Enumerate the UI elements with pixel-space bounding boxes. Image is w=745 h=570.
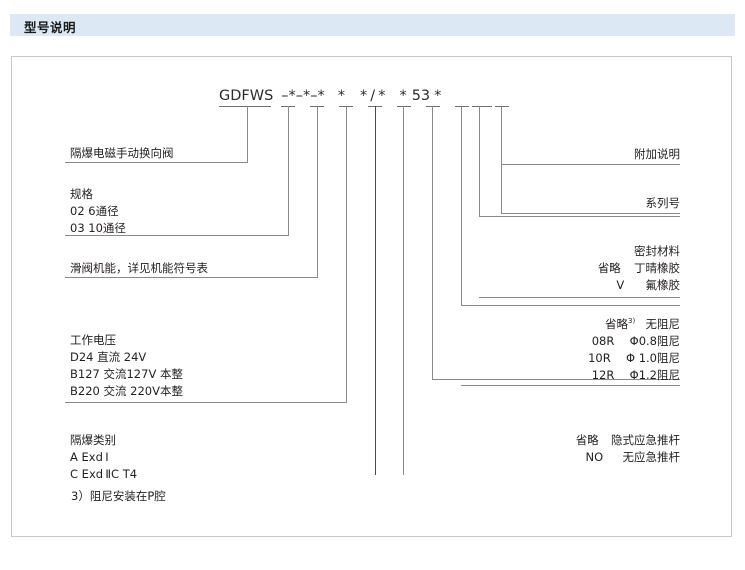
- label-seal-material-row-omit: 省略 丁晴橡胶: [500, 260, 680, 277]
- underline-spool-function: [65, 277, 318, 278]
- emergency-code-no: NO: [585, 450, 604, 464]
- damping-code-10r: 10R: [588, 350, 611, 365]
- label-specification-row-02: 02 6通径: [70, 204, 119, 218]
- footnote-text: 3）阻尼安装在P腔: [71, 489, 166, 503]
- label-working-voltage-row-b220: B220 交流 220V本整: [70, 384, 183, 398]
- model-code-text: GDFWS–*–*–***/**53*: [219, 88, 441, 104]
- damping-desc-omit: 无阻尼: [645, 316, 681, 331]
- model-code-star-6: *: [378, 88, 386, 104]
- model-code-slash: /: [370, 88, 376, 104]
- model-code-dash-2: –: [295, 88, 304, 104]
- leader-hline-emergency-push-rod: [432, 379, 680, 380]
- label-damping: 省略3) 无阻尼 08R Φ0.8阻尼 10R Φ 1.0阻尼 12R Φ1.2…: [500, 313, 680, 384]
- damping-footnote-marker: 3): [628, 317, 636, 325]
- label-explosion-proof-class: 隔爆类别 A Exd Ⅰ C Exd ⅡC T4: [70, 432, 137, 483]
- damping-code-omit: 省略: [605, 316, 628, 331]
- section-header-bar: [10, 14, 735, 36]
- leader-vline-working-voltage: [346, 106, 347, 403]
- code-underline-prefix: [219, 106, 271, 107]
- damping-desc-10r: Φ 1.0阻尼: [626, 350, 680, 365]
- code-underline-series: [472, 106, 492, 107]
- underline-series-number: [501, 213, 680, 214]
- label-explosion-proof-row-c: C Exd ⅡC T4: [70, 467, 138, 481]
- model-code-dash-3: –: [310, 88, 318, 104]
- label-explosion-proof-title: 隔爆类别: [70, 433, 116, 447]
- label-emergency-row-no: NO 无应急推杆: [500, 449, 680, 466]
- model-code-dash-1: –: [281, 88, 289, 104]
- underline-damping: [461, 385, 680, 386]
- label-specification-title: 规格: [70, 187, 93, 201]
- label-series-number: 系列号: [540, 195, 681, 212]
- model-code-star-2: *: [303, 88, 311, 104]
- seal-material-desc-omit: 丁晴橡胶: [634, 261, 680, 275]
- label-damping-row-10r: 10R Φ 1.0阻尼: [500, 350, 680, 367]
- underline-seal-material: [479, 297, 680, 298]
- code-underline-star-7: [455, 106, 469, 107]
- seal-material-code-v: V: [616, 278, 625, 292]
- leader-vline-explosion-proof-class: [375, 106, 376, 475]
- model-code-star-8: *: [434, 88, 442, 104]
- model-code-star-5: *: [360, 88, 368, 104]
- seal-material-code-omit: 省略: [597, 261, 621, 275]
- underline-specification: [65, 235, 289, 236]
- label-product-name: 隔爆电磁手动换向阀: [70, 145, 174, 162]
- underline-working-voltage: [65, 402, 347, 403]
- code-underline-star-6: [426, 106, 440, 107]
- emergency-desc-no: 无应急推杆: [622, 450, 681, 464]
- code-underline-star-5: [397, 106, 411, 107]
- label-seal-material: 密封材料 省略 丁晴橡胶 V 氟橡胶: [500, 243, 680, 294]
- label-series-number-text: 系列号: [645, 196, 681, 210]
- underline-product-name: [65, 162, 248, 163]
- leader-hline-seal-material: [479, 216, 680, 217]
- diagram-frame: [11, 56, 732, 537]
- label-explosion-proof-row-a: A Exd Ⅰ: [70, 450, 109, 464]
- damping-code-08r: 08R: [591, 333, 615, 348]
- model-code-star-7: *: [399, 88, 407, 104]
- label-damping-row-08r: 08R Φ0.8阻尼: [500, 333, 680, 350]
- label-damping-row-omit: 省略3) 无阻尼: [500, 313, 680, 333]
- damping-desc-08r: Φ0.8阻尼: [629, 333, 680, 348]
- leader-vline-additional-note: [501, 106, 502, 165]
- label-working-voltage-row-b127: B127 交流127V 本整: [70, 367, 183, 381]
- label-working-voltage-row-d24: D24 直流 24V: [70, 350, 147, 364]
- label-emergency-row-omit: 省略 隐式应急推杆: [500, 432, 680, 449]
- model-code-prefix: GDFWS: [219, 88, 274, 104]
- damping-code-12r: 12R: [591, 367, 615, 382]
- label-emergency-push-rod: 省略 隐式应急推杆 NO 无应急推杆: [500, 432, 680, 466]
- label-damping-row-12r: 12R Φ1.2阻尼: [500, 367, 680, 384]
- model-code-star-1: *: [288, 88, 296, 104]
- code-underline-star-8: [495, 106, 509, 107]
- emergency-code-omit: 省略: [575, 433, 599, 447]
- leader-vline-emergency-push-rod: [432, 106, 433, 380]
- leader-hline-damping: [461, 305, 680, 306]
- label-additional-note: 附加说明: [540, 146, 680, 163]
- label-specification-row-03: 03 10通径: [70, 221, 126, 235]
- label-spool-function: 滑阀机能，详见机能符号表: [70, 260, 208, 277]
- leader-vline-seal-material: [479, 106, 480, 217]
- label-additional-note-text: 附加说明: [634, 147, 680, 161]
- leader-vline-spare: [403, 106, 404, 475]
- leader-vline-spool-function: [317, 106, 318, 278]
- label-working-voltage-title: 工作电压: [70, 333, 116, 347]
- leader-vline-product-name: [247, 106, 248, 163]
- label-product-name-line-1: 隔爆电磁手动换向阀: [70, 146, 174, 160]
- label-seal-material-row-v: V 氟橡胶: [500, 277, 680, 294]
- model-code-star-3: *: [317, 88, 325, 104]
- label-specification: 规格 02 6通径 03 10通径: [70, 186, 126, 237]
- underline-additional-note: [501, 164, 680, 165]
- label-seal-material-title: 密封材料: [634, 244, 680, 258]
- damping-desc-12r: Φ1.2阻尼: [629, 367, 680, 382]
- label-spool-function-line-1: 滑阀机能，详见机能符号表: [70, 261, 208, 275]
- emergency-desc-omit: 隐式应急推杆: [611, 433, 680, 447]
- leader-vline-specification: [288, 106, 289, 236]
- label-working-voltage: 工作电压 D24 直流 24V B127 交流127V 本整 B220 交流 2…: [70, 332, 183, 400]
- leader-vline-damping: [461, 106, 462, 306]
- model-code-series-53: 53: [411, 88, 431, 104]
- footnote-damping-location: 3）阻尼安装在P腔: [71, 488, 166, 505]
- page-title: 型号说明: [24, 20, 77, 35]
- model-code-star-4: *: [337, 88, 346, 104]
- seal-material-desc-v: 氟橡胶: [645, 278, 681, 292]
